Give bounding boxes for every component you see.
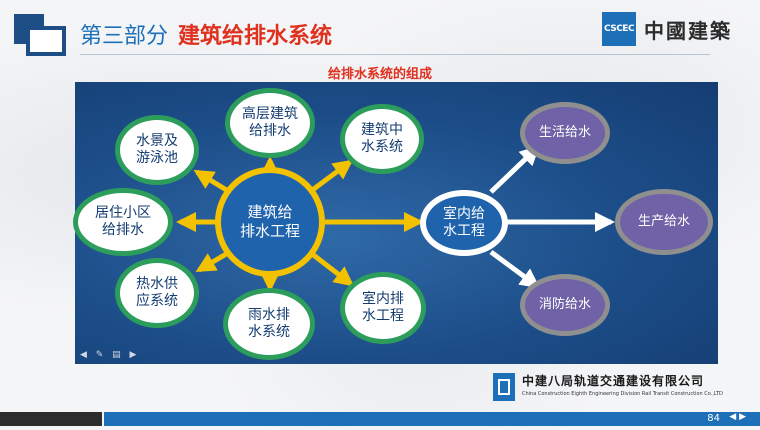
company-name: 中建八局轨道交通建设有限公司 <box>522 374 705 388</box>
brand-text: 中國建築 <box>644 18 732 43</box>
diagram-panel: 建筑给 排水工程 高层建筑 给排水 建筑中 水系统 水景及 游泳池 居住小区 给… <box>73 82 718 364</box>
slide-controls[interactable]: ◀ ✎ ▤ ▶ <box>80 350 140 360</box>
node-fire: 消防给水 <box>520 274 610 336</box>
company-name-english: China Construction Eighth Engineering Di… <box>522 391 723 397</box>
node-label: 高层建筑 给排水 <box>242 105 298 140</box>
node-landscape: 水景及 游泳池 <box>115 115 199 185</box>
node-label: 雨水排 水系统 <box>248 306 290 341</box>
node-indoor-drain: 室内排 水工程 <box>340 272 426 344</box>
node-label: 水景及 游泳池 <box>136 132 178 167</box>
diagram-caption: 给排水系统的组成 <box>327 67 432 82</box>
node-label: 消防给水 <box>538 296 591 312</box>
node-production: 生产给水 <box>615 189 713 255</box>
cscec-icon: CSCEC <box>602 12 636 46</box>
node-label: 生活给水 <box>538 124 591 140</box>
page-nav-arrows[interactable]: ◀ ▶ <box>729 412 746 422</box>
node-domestic: 生活给水 <box>520 102 610 164</box>
brand-logo: CSCEC 中國建築 <box>602 12 732 46</box>
node-indoor-supply: 室内给 水工程 <box>420 190 508 256</box>
section-title: 建筑给排水系统 <box>178 24 333 49</box>
node-label: 室内给 水工程 <box>443 205 485 240</box>
page-title: 第三部分建筑给排水系统 <box>80 18 332 50</box>
node-label: 热水供 应系统 <box>136 275 178 310</box>
node-label: 居住小区 给排水 <box>95 204 151 239</box>
arrow-to-domestic <box>489 145 540 194</box>
footer-bar-dark <box>0 412 102 426</box>
section-label: 第三部分 <box>80 24 169 49</box>
header-divider <box>80 54 710 55</box>
node-residential: 居住小区 给排水 <box>73 188 173 256</box>
node-reclaimed: 建筑中 水系统 <box>340 104 424 174</box>
node-hot-water: 热水供 应系统 <box>115 258 199 328</box>
arrow-to-fire <box>489 249 541 289</box>
footer-bar <box>104 412 760 426</box>
company-logo-icon <box>493 373 515 401</box>
section-logo-icon <box>14 14 70 58</box>
node-label: 生产给水 <box>637 213 690 229</box>
arrow-to-indoor-drain <box>305 248 355 287</box>
node-label: 室内排 水工程 <box>362 290 404 325</box>
center-label: 建筑给 排水工程 <box>239 203 300 240</box>
center-node: 建筑给 排水工程 <box>215 167 325 277</box>
node-high-rise: 高层建筑 给排水 <box>225 88 315 158</box>
node-rainwater: 雨水排 水系统 <box>223 288 315 360</box>
page-number: 84 <box>707 413 720 424</box>
node-label: 建筑中 水系统 <box>361 121 403 156</box>
